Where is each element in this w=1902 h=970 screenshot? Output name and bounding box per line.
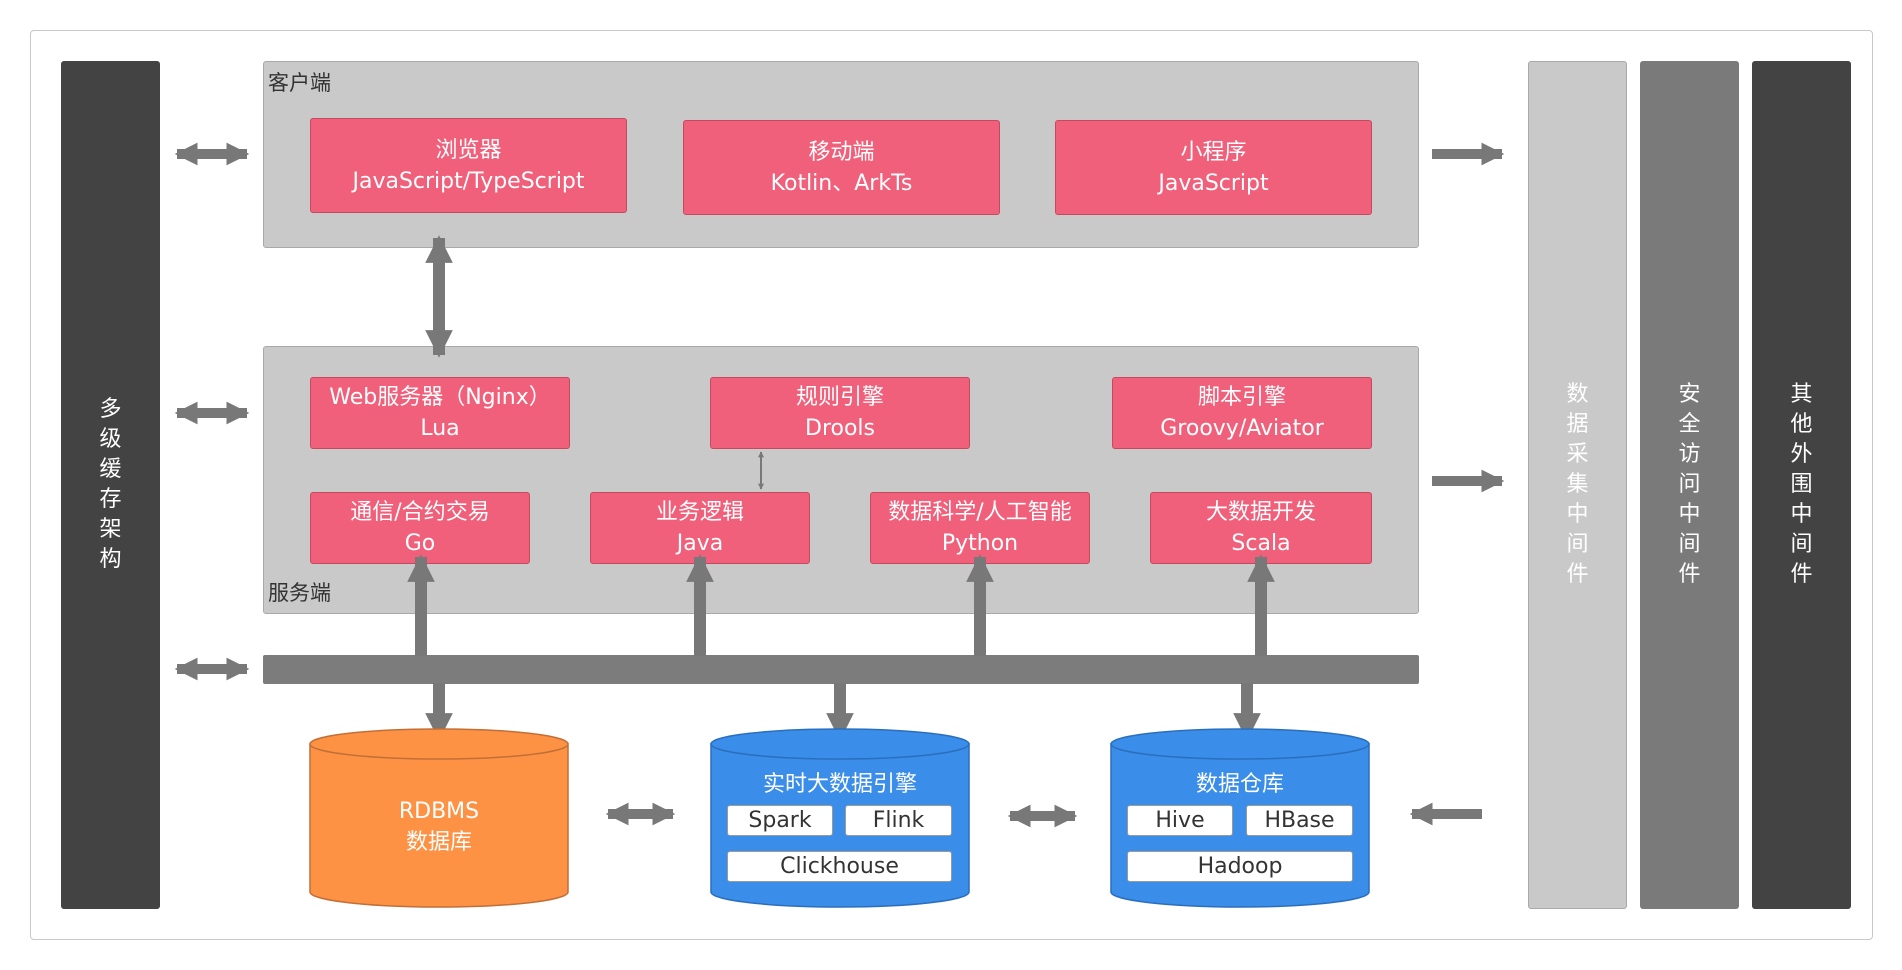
communication-card-title: 通信/合约交易 (350, 500, 490, 525)
big-data-dev-card-title: 大数据开发 (1205, 500, 1316, 525)
security-access-middleware-bar: 安全访问中间件 (1640, 61, 1739, 909)
server-panel-title: 服务端 (268, 581, 331, 605)
miniprogram-card: 小程序 JavaScript (1055, 120, 1372, 215)
spark-tag: Spark (727, 805, 833, 836)
big-data-dev-card-sub: Scala (1231, 531, 1291, 556)
other-middleware-label: 其他外围中间件 (1790, 382, 1813, 587)
security-access-middleware-label: 安全访问中间件 (1678, 382, 1701, 587)
rdbms-line1: RDBMS (398, 799, 480, 824)
rule-engine-card: 规则引擎 Drools (710, 377, 970, 449)
business-logic-card: 业务逻辑 Java (590, 492, 810, 564)
mobile-card-title: 移动端 (808, 139, 875, 165)
browser-card-title: 浏览器 (435, 137, 502, 163)
realtime-engine-title: 实时大数据引擎 (762, 772, 917, 797)
web-server-card-sub: Lua (420, 416, 460, 441)
script-engine-card-title: 脚本引擎 (1197, 385, 1286, 410)
script-engine-card-sub: Groovy/Aviator (1160, 416, 1324, 441)
data-collection-middleware-bar: 数据采集中间件 (1528, 61, 1627, 909)
communication-card-sub: Go (404, 531, 436, 556)
rule-engine-card-sub: Drools (805, 416, 875, 441)
outer-frame (30, 30, 1873, 940)
rdbms-line2: 数据库 (405, 830, 472, 855)
rdbms-label: RDBMS 数据库 (310, 796, 568, 858)
data-science-card-title: 数据科学/人工智能 (888, 500, 1072, 525)
cache-architecture-label: 多级缓存架构 (99, 397, 122, 572)
hbase-tag: HBase (1246, 805, 1353, 836)
data-science-card-sub: Python (941, 531, 1019, 556)
warehouse-title: 数据仓库 (1195, 772, 1284, 797)
business-logic-card-title: 业务逻辑 (655, 500, 744, 525)
data-collection-middleware-label: 数据采集中间件 (1566, 382, 1589, 587)
data-science-card: 数据科学/人工智能 Python (870, 492, 1090, 564)
hadoop-tag: Hadoop (1127, 851, 1353, 882)
web-server-card: Web服务器（Nginx） Lua (310, 377, 570, 449)
hive-tag: Hive (1127, 805, 1233, 836)
business-logic-card-sub: Java (676, 531, 724, 556)
communication-card: 通信/合约交易 Go (310, 492, 530, 564)
browser-card: 浏览器 JavaScript/TypeScript (310, 118, 627, 213)
web-server-card-title: Web服务器（Nginx） (329, 385, 551, 410)
big-data-dev-card: 大数据开发 Scala (1150, 492, 1372, 564)
client-panel-title: 客户端 (268, 71, 331, 95)
clickhouse-tag: Clickhouse (727, 851, 952, 882)
other-middleware-bar: 其他外围中间件 (1752, 61, 1851, 909)
mobile-card-sub: Kotlin、ArkTs (770, 170, 913, 196)
flink-tag: Flink (845, 805, 952, 836)
mobile-card: 移动端 Kotlin、ArkTs (683, 120, 1000, 215)
cache-architecture-bar: 多级缓存架构 (61, 61, 160, 909)
script-engine-card: 脚本引擎 Groovy/Aviator (1112, 377, 1372, 449)
miniprogram-card-sub: JavaScript (1158, 170, 1269, 196)
browser-card-sub: JavaScript/TypeScript (352, 168, 585, 194)
miniprogram-card-title: 小程序 (1180, 139, 1247, 165)
rdbms-cylinder (309, 728, 569, 908)
rule-engine-card-title: 规则引擎 (795, 385, 884, 410)
data-bus (263, 655, 1419, 684)
